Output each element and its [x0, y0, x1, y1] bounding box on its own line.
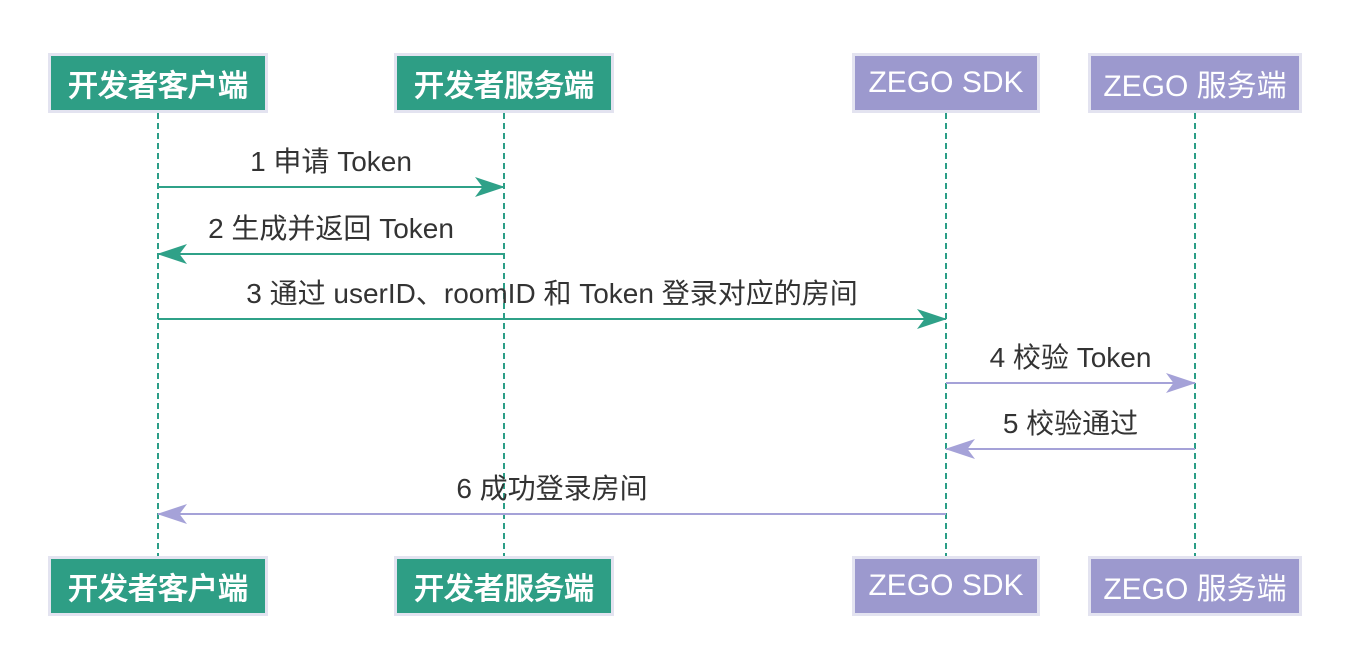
actor-box-developer-server-bottom: 开发者服务端 — [394, 556, 614, 616]
message-line — [158, 318, 946, 320]
message-1-request-token: 1 申请 Token — [158, 136, 505, 197]
message-label: 1 申请 Token — [250, 146, 412, 177]
message-5-verify-passed: 5 校验通过 — [945, 398, 1195, 459]
lifeline-developer-client — [157, 113, 159, 556]
actor-label: ZEGO 服务端 — [1103, 573, 1287, 606]
message-6-login-success: 6 成功登录房间 — [157, 463, 946, 524]
actor-label: 开发者服务端 — [414, 573, 594, 606]
message-line — [158, 513, 946, 515]
message-4-verify-token: 4 校验 Token — [946, 332, 1196, 393]
message-label: 4 校验 Token — [989, 342, 1152, 373]
actor-box-zego-sdk-bottom: ZEGO SDK — [852, 556, 1040, 616]
lifeline-developer-server — [503, 113, 505, 556]
actor-label: ZEGO SDK — [868, 66, 1024, 99]
message-line — [158, 186, 504, 188]
actor-label: 开发者服务端 — [414, 70, 594, 103]
actor-box-developer-client-bottom: 开发者客户端 — [48, 556, 268, 616]
message-line — [946, 382, 1195, 384]
message-3-login-room: 3 通过 userID、roomID 和 Token 登录对应的房间 — [158, 268, 947, 329]
actor-label: 开发者客户端 — [68, 70, 248, 103]
actor-label: ZEGO 服务端 — [1103, 70, 1287, 103]
lifeline-zego-sdk — [945, 113, 947, 556]
message-label: 6 成功登录房间 — [456, 473, 648, 504]
message-label: 3 通过 userID、roomID 和 Token 登录对应的房间 — [246, 278, 858, 309]
actor-box-zego-sdk-top: ZEGO SDK — [852, 53, 1040, 113]
message-label: 5 校验通过 — [1002, 408, 1139, 439]
actor-label: ZEGO SDK — [868, 569, 1024, 602]
lifeline-zego-server — [1194, 113, 1196, 556]
actor-box-developer-server-top: 开发者服务端 — [394, 53, 614, 113]
message-line — [158, 253, 504, 255]
message-line — [946, 448, 1195, 450]
actor-box-developer-client-top: 开发者客户端 — [48, 53, 268, 113]
message-2-return-token: 2 生成并返回 Token — [157, 203, 504, 264]
actor-box-zego-server-bottom: ZEGO 服务端 — [1088, 556, 1302, 616]
message-label: 2 生成并返回 Token — [208, 213, 454, 244]
actor-box-zego-server-top: ZEGO 服务端 — [1088, 53, 1302, 113]
actor-label: 开发者客户端 — [68, 573, 248, 606]
